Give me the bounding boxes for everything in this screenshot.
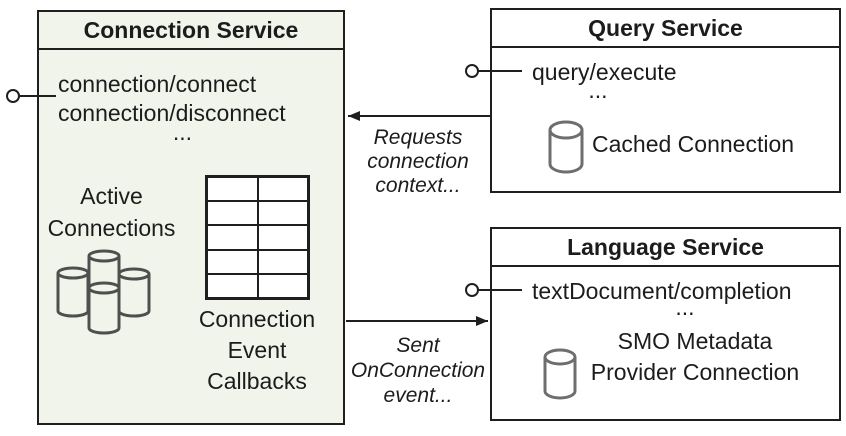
table-cell bbox=[257, 249, 308, 274]
method-query-execute: query/execute bbox=[532, 59, 677, 85]
smo-metadata-provider-connection-label: SMO Metadata Provider Connection bbox=[590, 328, 800, 385]
table-cell bbox=[257, 225, 308, 250]
active-connections-label: Active Connections bbox=[47, 183, 176, 241]
table-cell bbox=[207, 249, 258, 274]
method-textdocument-completion: textDocument/completion bbox=[532, 278, 792, 304]
language-service-ellipsis: ... bbox=[675, 294, 695, 320]
table-cell bbox=[257, 201, 308, 226]
table-cell bbox=[207, 273, 258, 298]
query-service-title: Query Service bbox=[492, 10, 839, 48]
table-cell bbox=[257, 177, 308, 202]
interface-circle-icon bbox=[6, 89, 20, 103]
language-service-box: Language Service textDocument/completion… bbox=[490, 227, 841, 421]
table-cell bbox=[207, 177, 258, 202]
edge-label-requests-connection-context: Requests connection context... bbox=[367, 126, 469, 197]
connection-service-methods: connection/connect connection/disconnect bbox=[58, 70, 286, 128]
connection-event-callbacks-label: Connection Event Callbacks bbox=[198, 306, 316, 394]
language-service-title: Language Service bbox=[492, 229, 839, 267]
connection-table bbox=[205, 175, 310, 300]
interface-circle-icon bbox=[465, 64, 479, 78]
connection-service-box: Connection Service connection/connect co… bbox=[37, 10, 345, 425]
table-cell bbox=[207, 225, 258, 250]
query-service-box: Query Service query/execute ... Cached C… bbox=[490, 8, 841, 193]
connection-service-ellipsis: ... bbox=[172, 119, 193, 145]
interface-circle-icon bbox=[465, 283, 479, 297]
method-connection-connect: connection/connect bbox=[58, 71, 257, 97]
table-cell bbox=[207, 201, 258, 226]
table-cell bbox=[257, 273, 308, 298]
query-service-ellipsis: ... bbox=[588, 77, 608, 103]
method-connection-disconnect: connection/disconnect bbox=[58, 100, 286, 126]
edge-label-sent-onconnection-event: Sent OnConnection event... bbox=[350, 334, 486, 407]
cached-connection-label: Cached Connection bbox=[592, 131, 795, 157]
connection-service-title: Connection Service bbox=[39, 12, 343, 50]
